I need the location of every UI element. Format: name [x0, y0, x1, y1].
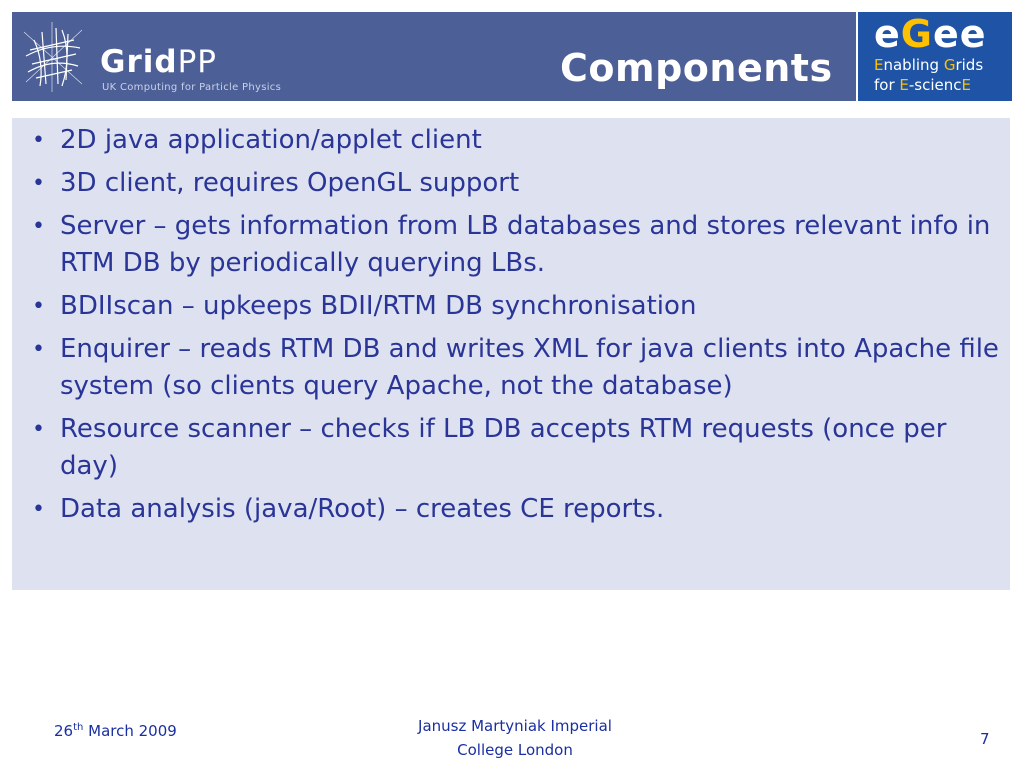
- egee-wordmark: eGee: [874, 12, 987, 56]
- gridpp-tagline: UK Computing for Particle Physics: [102, 82, 282, 93]
- gridpp-logo: GridPP UK Computing for Particle Physics: [22, 22, 282, 93]
- egee-tag-e: E: [874, 56, 884, 74]
- content-panel: • 2D java application/applet client • 3D c…: [12, 118, 1010, 590]
- egee-letter-g: G: [900, 12, 933, 56]
- author-line-2: College London: [457, 741, 573, 759]
- bullet-text: Server – gets information from LB databa…: [60, 211, 991, 278]
- bullet-item: • Resource scanner – checks if LB DB acce…: [32, 411, 1000, 485]
- bullet-text: Resource scanner – checks if LB DB accep…: [60, 414, 947, 481]
- date-suffix: th: [73, 722, 84, 733]
- page-number: 7: [980, 730, 990, 748]
- bullet-text: Enquirer – reads RTM DB and writes XML f…: [60, 334, 999, 401]
- date-rest: March 2009: [83, 722, 177, 740]
- bullet-item: • Server – gets information from LB datab…: [32, 208, 1000, 282]
- date-day: 26: [54, 722, 74, 740]
- slide-title: Components: [560, 46, 833, 90]
- egee-tagline-2: for E-sciencE: [874, 76, 971, 94]
- bullet-text: 3D client, requires OpenGL support: [60, 168, 520, 198]
- bullet-dot: •: [32, 214, 45, 239]
- gridpp-word-light: PP: [177, 44, 217, 80]
- bullet-item: • Data analysis (java/Root) – creates CE …: [32, 491, 1000, 528]
- egee-tag-for: for: [874, 76, 900, 94]
- bullet-dot: •: [32, 417, 45, 442]
- egee-tag-g: G: [943, 56, 956, 74]
- bullet-item: • Enquirer – reads RTM DB and writes XML …: [32, 331, 1000, 405]
- egee-tag-science: -scienc: [908, 76, 962, 94]
- bullet-dot: •: [32, 294, 45, 319]
- bullet-item: • BDIIscan – upkeeps BDII/RTM DB synchron…: [32, 288, 1000, 325]
- footer-author: Janusz Martyniak Imperial College London: [380, 714, 650, 762]
- bullet-dot: •: [32, 497, 45, 522]
- egee-tag-e3: E: [961, 76, 971, 94]
- bullet-text: BDIIscan – upkeeps BDII/RTM DB synchroni…: [60, 291, 697, 321]
- bullet-dot: •: [32, 128, 45, 153]
- egee-letter-e: e: [874, 12, 901, 56]
- bullet-item: • 3D client, requires OpenGL support: [32, 165, 1000, 202]
- bullet-item: • 2D java application/applet client: [32, 122, 1000, 159]
- slide-header: GridPP UK Computing for Particle Physics…: [12, 12, 856, 101]
- gridpp-globe-icon: [23, 22, 83, 92]
- gridpp-wordmark: GridPP: [100, 44, 217, 80]
- bullet-list: • 2D java application/applet client • 3D c…: [32, 122, 1000, 534]
- egee-tag-rids: rids: [955, 56, 984, 74]
- bullet-dot: •: [32, 171, 45, 196]
- egee-tag-e2: E: [899, 76, 909, 94]
- egee-tag-nabling: nabling: [883, 56, 944, 74]
- egee-tagline-1: Enabling Grids: [874, 56, 983, 74]
- egee-logo: eGee Enabling Grids for E-sciencE: [858, 12, 1012, 101]
- bullet-text: 2D java application/applet client: [60, 125, 482, 155]
- bullet-dot: •: [32, 337, 45, 362]
- gridpp-word-bold: Grid: [100, 44, 178, 80]
- bullet-text: Data analysis (java/Root) – creates CE r…: [60, 494, 665, 524]
- author-line-1: Janusz Martyniak Imperial: [418, 717, 612, 735]
- footer-date: 26th March 2009: [54, 722, 177, 740]
- egee-letters-ee: ee: [932, 12, 987, 56]
